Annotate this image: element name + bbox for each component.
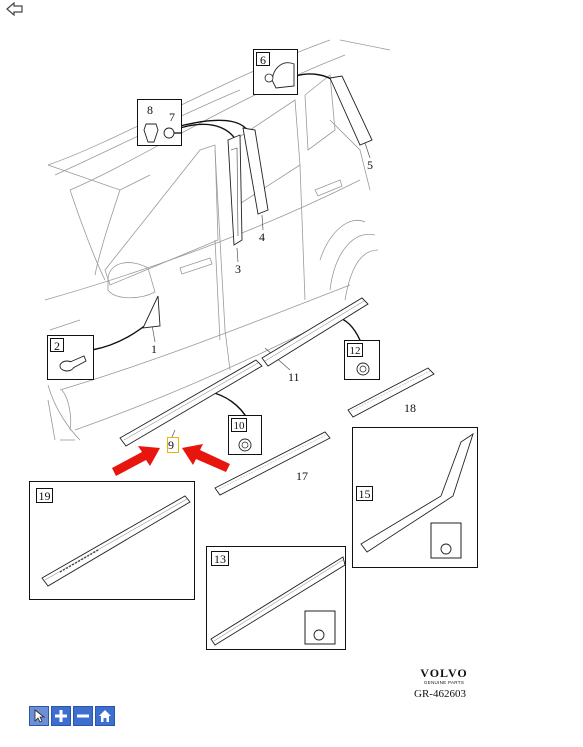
red-arrows xyxy=(112,444,230,476)
callout-part-12[interactable]: 12 xyxy=(344,340,380,380)
part-label-17[interactable]: 17 xyxy=(296,469,308,483)
logo-text: VOLVO xyxy=(420,666,468,680)
part-label-18[interactable]: 18 xyxy=(404,401,416,415)
part-label-5[interactable]: 5 xyxy=(367,158,373,172)
pointer-button[interactable] xyxy=(29,706,49,726)
clip-icon xyxy=(238,438,252,452)
callout-part-15[interactable]: 15 16 xyxy=(352,427,478,568)
clip-icon xyxy=(264,62,295,89)
home-button[interactable] xyxy=(95,706,115,726)
moulding-icon xyxy=(210,556,346,646)
screw-icon xyxy=(59,355,87,372)
part-number: 12 xyxy=(347,343,363,357)
callout-part-2[interactable]: 2 xyxy=(47,335,94,380)
back-arrow-icon[interactable] xyxy=(6,1,24,17)
highlight-box xyxy=(167,437,179,453)
clip-screw-icon xyxy=(143,123,181,143)
part-number: 6 xyxy=(256,52,270,67)
callout-part-19[interactable]: 19 xyxy=(29,481,195,600)
callout-part-8-7[interactable]: 8 7 xyxy=(137,99,182,146)
part-label-4[interactable]: 4 xyxy=(259,230,265,244)
part-label-9[interactable]: 9 xyxy=(168,438,174,452)
part-label-1[interactable]: 1 xyxy=(151,342,157,356)
zoom-out-icon xyxy=(77,714,89,718)
zoom-in-button[interactable] xyxy=(51,706,71,726)
part-number: 7 xyxy=(169,110,175,124)
logo-tagline: GENUINE PARTS xyxy=(423,680,465,685)
part-number: 10 xyxy=(231,418,247,432)
clip-icon xyxy=(356,362,370,376)
part-number: 15 xyxy=(356,486,373,501)
callout-part-13[interactable]: 13 14 xyxy=(206,546,346,650)
pointer-icon xyxy=(34,709,45,723)
zoom-in-icon xyxy=(55,710,67,722)
part-label-3[interactable]: 3 xyxy=(235,262,241,276)
moulding-icon xyxy=(360,432,474,559)
part-number: 19 xyxy=(36,488,53,503)
viewer-toolbar xyxy=(29,706,115,726)
moulding-with-lettering xyxy=(41,495,191,587)
part-number: 2 xyxy=(50,338,64,353)
part-number: 8 xyxy=(147,103,153,117)
part-label-11[interactable]: 11 xyxy=(288,370,300,384)
part-number: 13 xyxy=(211,551,229,566)
diagram-reference: GR-462603 xyxy=(414,688,466,700)
home-icon xyxy=(99,710,111,722)
callout-part-6[interactable]: 6 xyxy=(253,49,298,95)
zoom-out-button[interactable] xyxy=(73,706,93,726)
callout-part-10[interactable]: 10 xyxy=(228,415,262,455)
volvo-logo: VOLVO GENUINE PARTS xyxy=(414,666,474,685)
